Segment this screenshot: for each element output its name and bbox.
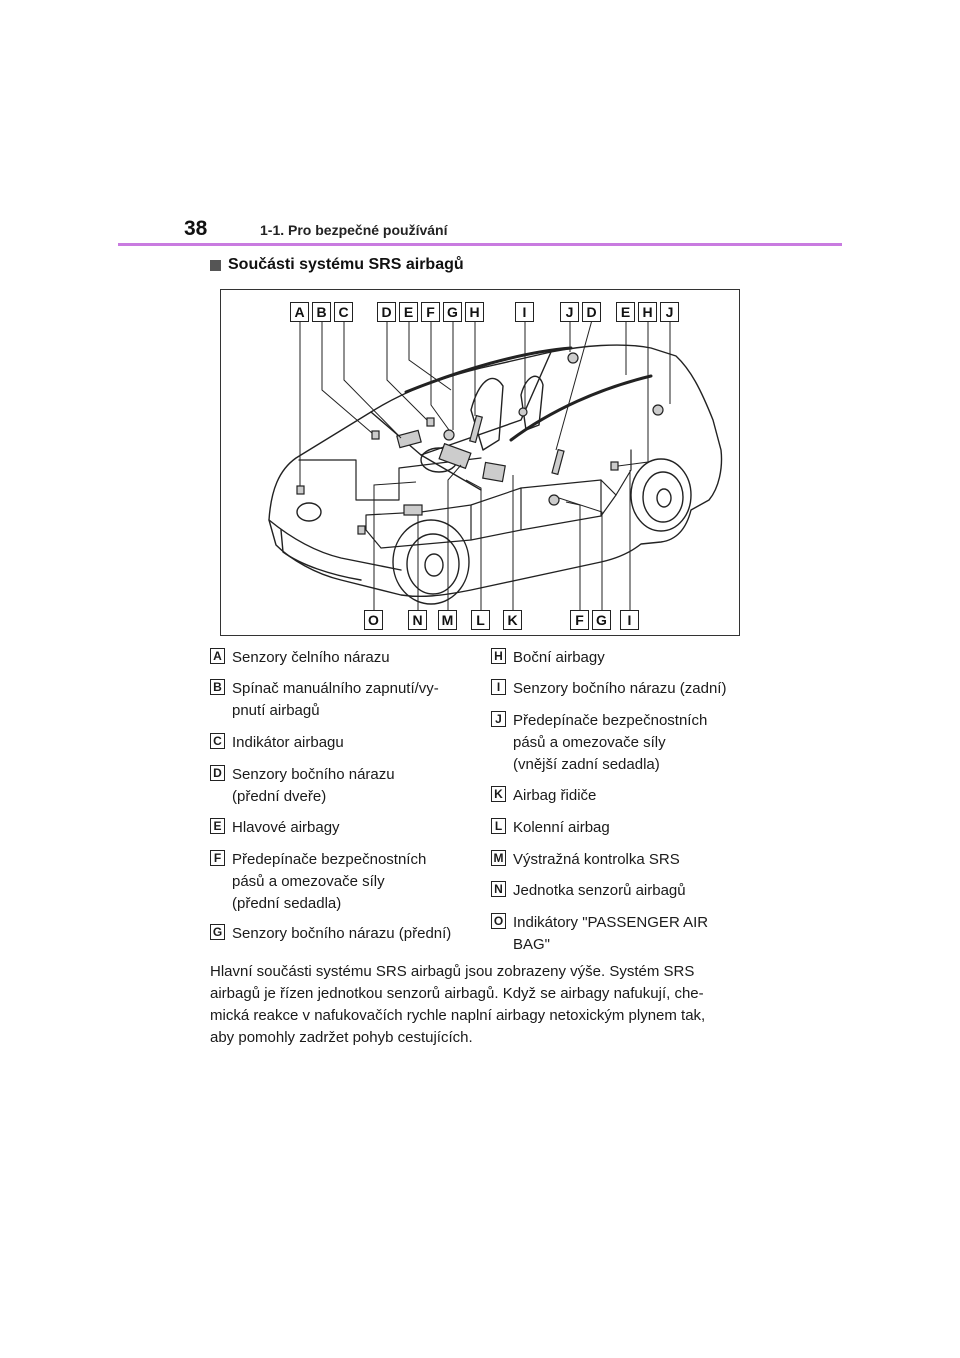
label-f-bottom: F	[570, 610, 589, 630]
side-sensor-front-right	[548, 494, 560, 506]
label-e: E	[399, 302, 418, 322]
label-c: C	[334, 302, 353, 322]
label-a: A	[290, 302, 309, 322]
legend-text: Senzory bočního nárazu (přední)	[232, 925, 452, 942]
legend-key: L	[491, 818, 506, 834]
description-paragraph: Hlavní součásti systému SRS airbagů jsou…	[210, 963, 706, 1046]
label-b: B	[312, 302, 331, 322]
bullet-square-icon	[210, 259, 221, 271]
car-illustration	[268, 319, 723, 610]
legend-key: G	[210, 924, 225, 940]
label-d-rear: D	[582, 302, 601, 322]
seatbelt-pretensioner-rear-right	[652, 404, 664, 416]
label-g: G	[443, 302, 462, 322]
legend-key: B	[210, 679, 225, 695]
label-d: D	[377, 302, 396, 322]
legend-key: A	[210, 648, 225, 664]
legend-key: C	[210, 733, 225, 749]
legend-key: I	[491, 679, 506, 695]
legend-key: D	[210, 765, 225, 781]
page-number: 38	[184, 217, 208, 240]
legend-text: Indikátory "PASSENGER AIR BAG"	[513, 914, 709, 953]
header-divider	[118, 243, 842, 246]
label-g-bottom: G	[592, 610, 611, 630]
legend-text: Indikátor airbagu	[232, 734, 344, 751]
legend-text: Senzory čelního nárazu	[232, 649, 390, 666]
legend-key: J	[491, 711, 506, 727]
legend-text: Kolenní airbag	[513, 819, 610, 836]
heading-text: Součásti systému SRS airbagů	[228, 256, 464, 273]
legend-text: Boční airbagy	[513, 649, 605, 666]
manual-switch	[371, 430, 380, 440]
label-i: I	[515, 302, 534, 322]
legend-text: Spínač manuálního zapnutí/vy- pnutí airb…	[232, 680, 439, 719]
side-sensor-rear	[518, 407, 528, 417]
legend-text: Předepínače bezpečnostních pásů a omezov…	[513, 712, 708, 773]
door-sensor-front	[426, 417, 435, 427]
side-sensor-front-left	[443, 429, 455, 441]
legend-text: Senzory bočního nárazu (zadní)	[513, 680, 727, 697]
front-sensor-right	[357, 525, 366, 535]
legend-key: N	[491, 881, 506, 897]
sensor-unit-module	[403, 504, 423, 516]
label-o: O	[364, 610, 383, 630]
side-airbag-front	[469, 414, 483, 444]
label-k: K	[503, 610, 522, 630]
label-m: M	[438, 610, 457, 630]
legend-right: H Boční airbagy I Senzory bočního nárazu…	[491, 647, 761, 957]
label-l: L	[471, 610, 490, 630]
label-j-rear: J	[660, 302, 679, 322]
legend-text: Výstražná kontrolka SRS	[513, 851, 680, 868]
airbag-diagram: A B C D E F G H I J D E H J O N M L K F …	[220, 289, 740, 636]
label-f: F	[421, 302, 440, 322]
label-e-rear: E	[616, 302, 635, 322]
legend-key: K	[491, 786, 506, 802]
label-h-rear: H	[638, 302, 657, 322]
section-title: 1-1. Pro bezpečné používání	[260, 222, 448, 238]
door-sensor-rear	[610, 461, 619, 471]
legend-text: Předepínače bezpečnostních pásů a omezov…	[232, 851, 427, 912]
legend-key: M	[491, 850, 506, 866]
legend-left: A Senzory čelního nárazu B Spínač manuál…	[210, 647, 480, 957]
label-j: J	[560, 302, 579, 322]
seatbelt-pretensioner-rear-left	[567, 352, 579, 364]
legend-key: E	[210, 818, 225, 834]
legend-text: Senzory bočního nárazu (přední dveře)	[232, 766, 395, 805]
label-h: H	[465, 302, 484, 322]
legend-text: Jednotka senzorů airbagů	[513, 882, 686, 899]
label-n: N	[408, 610, 427, 630]
legend-key: F	[210, 850, 225, 866]
legend-key: H	[491, 648, 506, 664]
label-i-bottom: I	[620, 610, 639, 630]
driver-airbag-module	[438, 442, 472, 470]
legend-text: Airbag řidiče	[513, 787, 597, 804]
section-heading: Součásti systému SRS airbagů	[210, 256, 464, 274]
legend-key: O	[491, 913, 506, 929]
knee-airbag-module	[482, 461, 506, 483]
side-airbag-rear	[551, 448, 565, 476]
airbag-indicator-module	[396, 429, 422, 449]
legend-text: Hlavové airbagy	[232, 819, 340, 836]
front-sensor-left	[296, 485, 305, 495]
